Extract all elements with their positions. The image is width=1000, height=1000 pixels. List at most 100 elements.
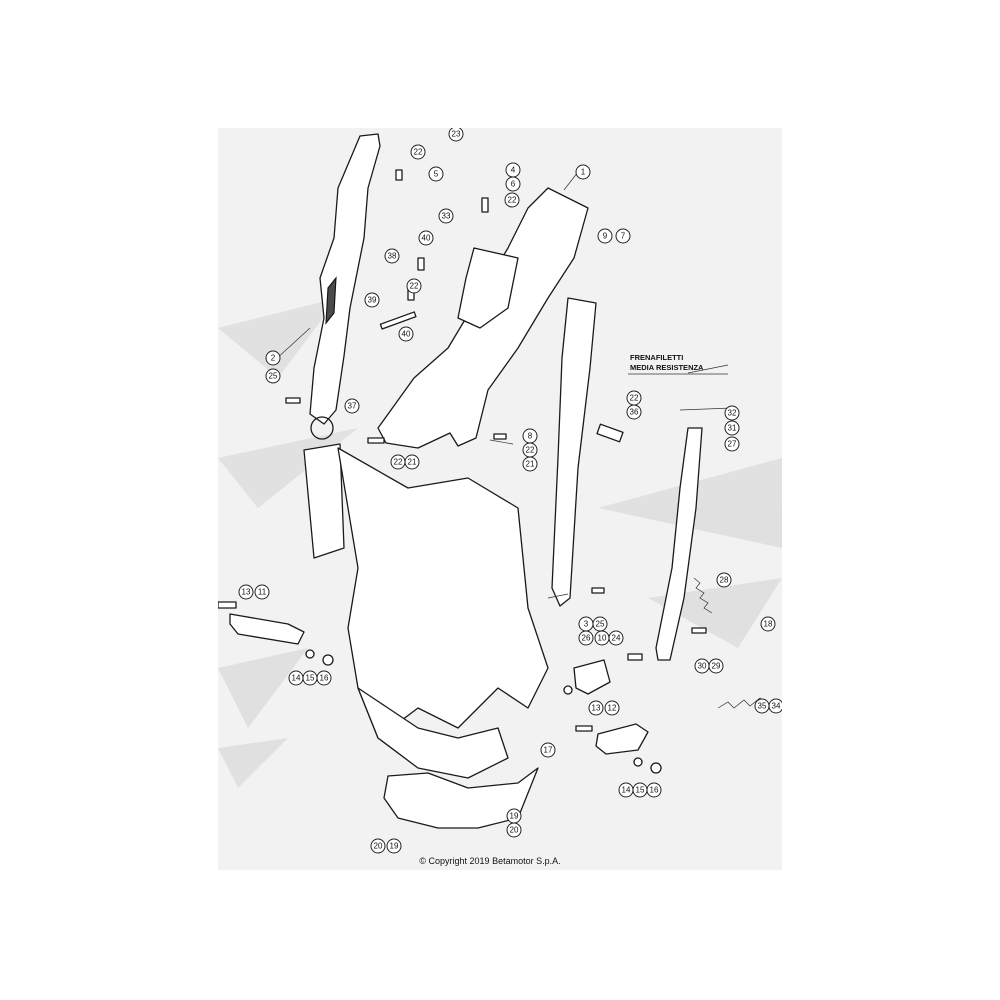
svg-text:21: 21 (526, 460, 535, 469)
callout-37: 37 (344, 398, 360, 414)
svg-text:28: 28 (720, 576, 729, 585)
callout-31: 31 (724, 420, 740, 436)
callout-22-left: 22 (406, 278, 422, 294)
svg-text:22: 22 (414, 148, 423, 157)
svg-text:39: 39 (368, 296, 377, 305)
callout-17: 17 (540, 742, 556, 758)
svg-text:38: 38 (388, 252, 397, 261)
callout-22-top: 22 (410, 144, 426, 160)
callout-30: 30 (694, 658, 710, 674)
callout-19-bottom: 19 (386, 838, 402, 854)
callout-28: 28 (716, 572, 732, 588)
svg-text:12: 12 (608, 704, 617, 713)
note-line-2: MEDIA RESISTENZA (630, 363, 704, 372)
svg-text:22: 22 (526, 446, 535, 455)
svg-text:18: 18 (764, 620, 773, 629)
svg-text:2: 2 (271, 354, 276, 363)
callout-38: 38 (384, 248, 400, 264)
svg-text:9: 9 (603, 232, 608, 241)
main-frame-head (303, 443, 345, 559)
svg-text:1: 1 (581, 168, 586, 177)
svg-text:22: 22 (394, 458, 403, 467)
leader-lines (274, 171, 733, 599)
callout-16-left: 16 (316, 670, 332, 686)
exploded-parts-diagram: FRENAFILETTI MEDIA RESISTENZA 1 2 3 4 5 … (218, 128, 782, 870)
svg-text:31: 31 (728, 424, 737, 433)
svg-text:8: 8 (528, 432, 533, 441)
main-frame-body (337, 447, 549, 739)
svg-text:14: 14 (292, 674, 301, 683)
callout-20-right: 20 (506, 822, 522, 838)
svg-text:27: 27 (728, 440, 737, 449)
callout-39: 39 (364, 292, 380, 308)
svg-text:20: 20 (374, 842, 383, 851)
note-line-1: FRENAFILETTI (630, 353, 683, 362)
callout-15-right: 15 (632, 782, 648, 798)
svg-text:40: 40 (422, 234, 431, 243)
svg-text:37: 37 (348, 402, 357, 411)
callout-35: 35 (754, 698, 770, 714)
svg-text:21: 21 (408, 458, 417, 467)
svg-text:16: 16 (650, 786, 659, 795)
callout-22-r2: 22 (522, 442, 538, 458)
svg-text:23: 23 (452, 130, 461, 139)
spring-34 (717, 697, 767, 709)
subframe-arm (551, 297, 597, 607)
plate-slot (325, 276, 337, 325)
side-stand (655, 427, 703, 661)
callout-26: 26 (578, 630, 594, 646)
svg-text:4: 4 (511, 166, 516, 175)
svg-text:3: 3 (584, 620, 589, 629)
footpeg-right (595, 723, 649, 755)
svg-text:13: 13 (592, 704, 601, 713)
callout-36: 36 (626, 404, 642, 420)
callout-21-left: 21 (404, 454, 420, 470)
svg-text:30: 30 (698, 662, 707, 671)
svg-text:7: 7 (621, 232, 626, 241)
callout-7: 7 (615, 228, 631, 244)
callout-18: 18 (760, 616, 776, 632)
callout-32: 32 (724, 405, 740, 421)
callout-9: 9 (597, 228, 613, 244)
callout-8: 8 (522, 428, 538, 444)
svg-text:34: 34 (772, 702, 781, 711)
callout-10: 10 (594, 630, 610, 646)
svg-text:40: 40 (402, 330, 411, 339)
svg-text:15: 15 (636, 786, 645, 795)
fasteners (218, 169, 707, 774)
svg-text:14: 14 (622, 786, 631, 795)
svg-text:22: 22 (410, 282, 419, 291)
callout-4: 4 (505, 162, 521, 178)
svg-text:6: 6 (511, 180, 516, 189)
side-plate-left (309, 133, 381, 425)
callout-34: 34 (768, 698, 782, 714)
callout-22-mid: 22 (504, 192, 520, 208)
svg-text:17: 17 (544, 746, 553, 755)
callout-5: 5 (428, 166, 444, 182)
svg-text:10: 10 (598, 634, 607, 643)
svg-text:25: 25 (269, 372, 278, 381)
bracket (573, 659, 611, 695)
callout-22-low: 22 (390, 454, 406, 470)
callout-13-right: 13 (588, 700, 604, 716)
callout-13-left: 13 (238, 584, 254, 600)
callout-21-right: 21 (522, 456, 538, 472)
copyright-text: © Copyright 2019 Betamotor S.p.A. (419, 856, 560, 866)
svg-text:36: 36 (630, 408, 639, 417)
svg-text:5: 5 (434, 170, 439, 179)
callout-23: 23 (448, 128, 464, 142)
svg-text:35: 35 (758, 702, 767, 711)
callout-19-right: 19 (506, 808, 522, 824)
svg-text:25: 25 (596, 620, 605, 629)
svg-text:20: 20 (510, 826, 519, 835)
svg-text:24: 24 (612, 634, 621, 643)
callout-16-right: 16 (646, 782, 662, 798)
callout-3: 3 (578, 616, 594, 632)
callout-2: 2 (265, 350, 281, 366)
svg-text:22: 22 (508, 196, 517, 205)
callout-12: 12 (604, 700, 620, 716)
svg-text:13: 13 (242, 588, 251, 597)
svg-text:26: 26 (582, 634, 591, 643)
svg-text:32: 32 (728, 409, 737, 418)
svg-text:16: 16 (320, 674, 329, 683)
